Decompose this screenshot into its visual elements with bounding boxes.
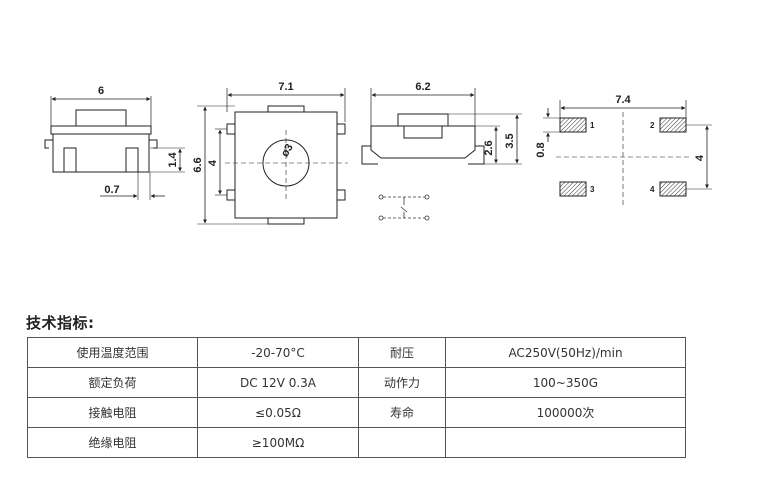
table-row: 绝缘电阻 ≥100MΩ — [27, 427, 686, 458]
dim-footprint-pad-height: 0.8 — [535, 142, 547, 157]
dim-side-lead: 0.7 — [104, 184, 119, 196]
pad-label-4: 4 — [650, 185, 655, 194]
pad-label-1: 1 — [590, 121, 595, 130]
pcb-footprint-drawing — [543, 100, 712, 205]
dim-top-inner: 4 — [207, 159, 219, 166]
spec-label: 绝缘电阻 — [27, 427, 198, 458]
spec-value — [445, 427, 686, 458]
pad-label-2: 2 — [650, 121, 655, 130]
spec-label: 动作力 — [358, 367, 446, 398]
top-view-drawing — [197, 88, 348, 225]
dim-footprint-width: 7.4 — [615, 94, 631, 106]
spec-label: 使用温度范围 — [27, 337, 198, 368]
spec-label: 耐压 — [358, 337, 446, 368]
dim-profile-height-total: 3.5 — [504, 133, 516, 148]
table-row: 额定负荷 DC 12V 0.3A 动作力 100~350G — [27, 367, 686, 398]
spec-value: 100~350G — [445, 367, 686, 398]
dim-top-height: 6.6 — [192, 157, 204, 172]
spec-value: -20-70°C — [197, 337, 359, 368]
spec-value: ≤0.05Ω — [197, 397, 359, 428]
spec-label — [358, 427, 446, 458]
table-row: 接触电阻 ≤0.05Ω 寿命 100000次 — [27, 397, 686, 428]
dim-profile-width: 6.2 — [415, 81, 430, 93]
spec-value: AC250V(50Hz)/min — [445, 337, 686, 368]
side-view-drawing — [44, 96, 185, 200]
spec-label: 额定负荷 — [27, 367, 198, 398]
section-title: 技术指标: — [26, 314, 95, 332]
dim-top-diameter: ø3 — [279, 142, 296, 159]
spec-value: 100000次 — [445, 397, 686, 428]
dim-side-width: 6 — [98, 85, 104, 97]
dim-top-width: 7.1 — [278, 81, 293, 93]
pad-label-3: 3 — [590, 185, 595, 194]
switch-schematic-symbol — [378, 194, 430, 221]
spec-value: DC 12V 0.3A — [197, 367, 359, 398]
spec-label: 接触电阻 — [27, 397, 198, 428]
profile-view-drawing — [361, 88, 522, 165]
spec-value: ≥100MΩ — [197, 427, 359, 458]
specs-table: 使用温度范围 -20-70°C 耐压 AC250V(50Hz)/min 额定负荷… — [27, 337, 686, 458]
dim-footprint-pitch: 4 — [694, 154, 706, 161]
spec-label: 寿命 — [358, 397, 446, 428]
dim-profile-height-body: 2.6 — [483, 140, 495, 155]
table-row: 使用温度范围 -20-70°C 耐压 AC250V(50Hz)/min — [27, 337, 686, 368]
dim-side-stem: 1.4 — [167, 151, 179, 167]
technical-drawings: 6 1.4 0.7 7.1 6.6 4 ø3 — [44, 81, 712, 225]
